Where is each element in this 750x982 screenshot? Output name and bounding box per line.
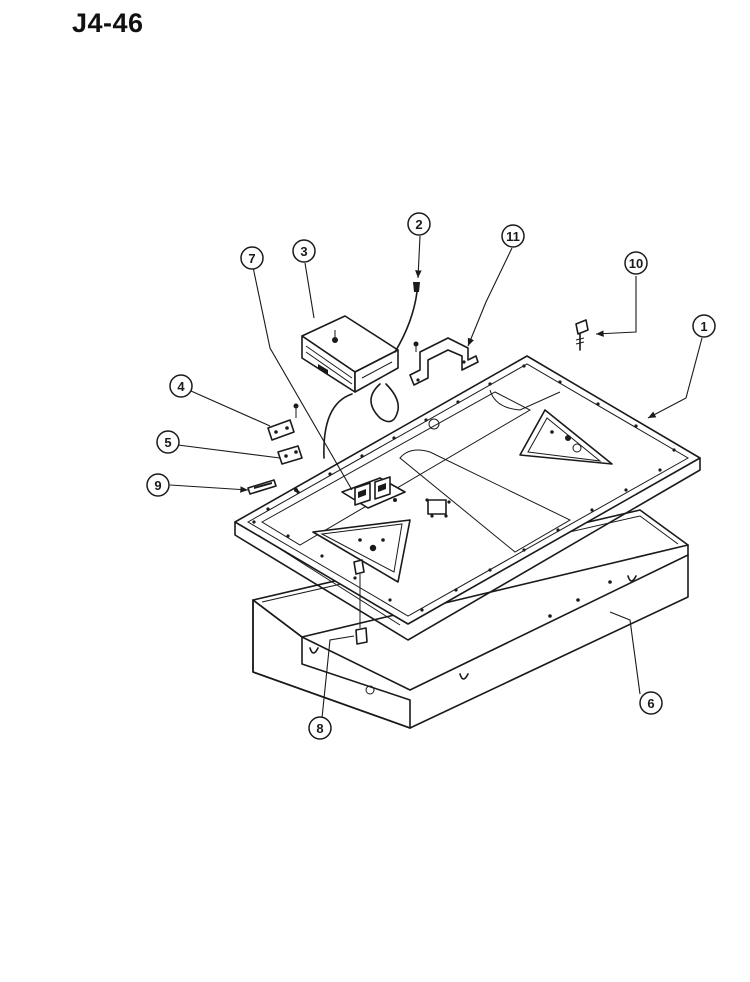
callout-label-4: 4 bbox=[177, 379, 185, 394]
callout-11: 11 bbox=[501, 224, 525, 248]
callout-7: 7 bbox=[240, 246, 264, 270]
callout-8: 8 bbox=[308, 716, 332, 740]
page-code: J4-46 bbox=[72, 8, 144, 38]
callout-label-2: 2 bbox=[415, 217, 422, 232]
callout-layer: 1 2 3 4 5 6 7 8 9 10 11 bbox=[146, 212, 716, 740]
callout-9: 9 bbox=[146, 473, 170, 497]
callout-2: 2 bbox=[407, 212, 431, 236]
callout-label-11: 11 bbox=[506, 229, 520, 244]
terminal-block bbox=[341, 476, 406, 509]
callout-label-9: 9 bbox=[154, 478, 161, 493]
callout-label-6: 6 bbox=[647, 696, 654, 711]
bolt-10 bbox=[575, 319, 589, 351]
bracket bbox=[409, 337, 479, 386]
callout-6: 6 bbox=[639, 691, 663, 715]
leader-lines bbox=[169, 235, 703, 719]
cooktop-pan bbox=[234, 355, 701, 641]
callout-1: 1 bbox=[692, 314, 716, 338]
callout-label-5: 5 bbox=[164, 435, 171, 450]
callout-3: 3 bbox=[292, 239, 316, 263]
screw-2 bbox=[413, 282, 420, 352]
hinge-parts bbox=[247, 403, 303, 495]
callout-label-3: 3 bbox=[300, 244, 307, 259]
callout-5: 5 bbox=[156, 430, 180, 454]
orifice-fitting bbox=[353, 559, 368, 645]
callout-4: 4 bbox=[169, 374, 193, 398]
callout-label-10: 10 bbox=[629, 256, 643, 271]
callout-label-1: 1 bbox=[700, 319, 707, 334]
callout-label-7: 7 bbox=[248, 251, 255, 266]
callout-10: 10 bbox=[624, 251, 648, 275]
ignition-module bbox=[301, 291, 418, 459]
callout-label-8: 8 bbox=[316, 721, 323, 736]
